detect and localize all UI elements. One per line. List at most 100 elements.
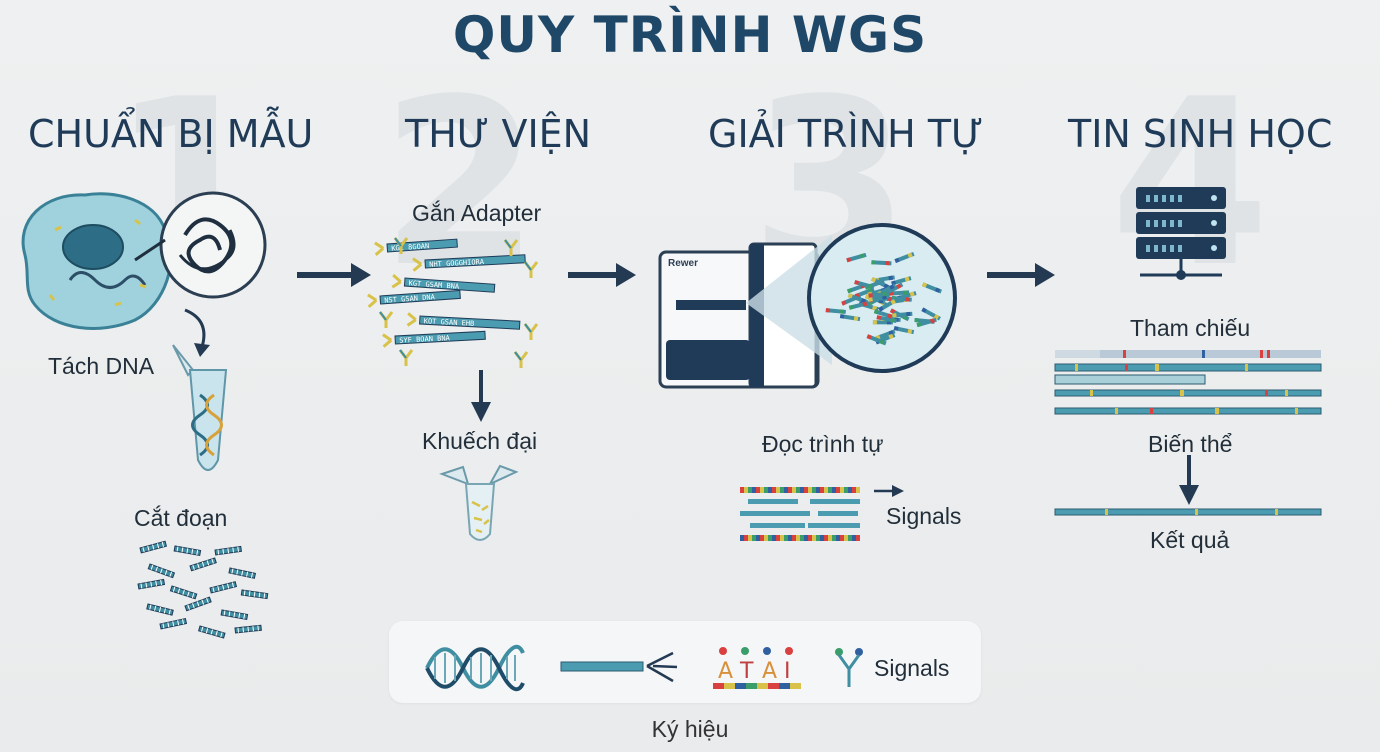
library-fragment: KGT GSAM BNA	[391, 274, 496, 293]
flowcell-cluster	[891, 276, 912, 286]
svg-text:SYF BOAN BNA: SYF BOAN BNA	[399, 334, 451, 345]
dna-fragment	[139, 540, 168, 554]
dna-fragment	[173, 545, 202, 557]
flowcell-cluster	[894, 251, 915, 263]
library-fragment: SYF BOAN BNA	[382, 330, 486, 348]
flowcell-cluster	[825, 308, 846, 314]
down-arrow-amplification	[471, 370, 491, 422]
sequencing-read	[810, 499, 860, 504]
label-sequencing-read: Đọc trình tự	[762, 431, 884, 457]
library-fragment: NST GSAN DNA	[367, 289, 461, 308]
label-adapter-ligation: Gắn Adapter	[412, 200, 542, 226]
library-fragment: NHT GOGGHIORA	[412, 254, 526, 272]
dna-fragment	[228, 567, 257, 579]
sequencer-brand-label: Rewer	[668, 258, 699, 269]
dna-fragment	[240, 589, 269, 600]
svg-text:KGT GSAM BNA: KGT GSAM BNA	[408, 279, 460, 291]
amplification-tube-icon	[439, 464, 519, 541]
dna-fragment	[137, 578, 166, 590]
flow-arrow-3	[987, 263, 1055, 287]
sequencing-read	[750, 523, 805, 528]
flow-arrow-1	[297, 263, 371, 287]
flowcell-cluster	[889, 290, 910, 296]
adapter-y	[523, 261, 539, 278]
adapter-y	[393, 237, 409, 254]
flowcell-cluster	[916, 317, 937, 328]
legend-adapter-fragment-icon	[560, 651, 678, 683]
legend-base-letter-3: A	[762, 659, 777, 684]
curved-arrow-to-tube	[184, 308, 210, 357]
label-result: Kết quả	[1150, 527, 1230, 553]
dna-fragment	[198, 625, 226, 639]
svg-text:KOT GSAN EHB: KOT GSAN EHB	[424, 317, 475, 328]
flowcell-cluster	[868, 291, 889, 298]
dna-fragment	[147, 563, 176, 579]
flowcell-cluster	[921, 282, 943, 294]
server-icon	[1136, 187, 1226, 280]
sequencing-read	[740, 511, 810, 516]
label-reference: Tham chiếu	[1130, 315, 1251, 341]
label-signals: Signals	[886, 503, 962, 529]
stage-title-sequencing: GIẢI TRÌNH TỰ	[708, 112, 984, 156]
stage-title-sample-prep: CHUẨN BỊ MẪU	[28, 112, 314, 156]
dna-tube-icon	[172, 344, 228, 471]
label-amplification: Khuếch đại	[422, 428, 538, 454]
flowcell-cluster	[868, 294, 889, 302]
svg-text:NHT GOGGHIORA: NHT GOGGHIORA	[429, 258, 485, 269]
svg-text:NST GSAN DNA: NST GSAN DNA	[384, 293, 436, 305]
legend-base-letter-4: I	[784, 659, 791, 684]
legend-base-letter-1: A	[718, 659, 733, 684]
flowcell-cluster	[878, 298, 898, 312]
dna-fragment	[184, 596, 212, 612]
dna-fragment	[159, 618, 188, 630]
sequencing-read	[808, 523, 860, 528]
legend-signal-y-icon	[835, 648, 863, 687]
label-fragmentation: Cắt đoạn	[134, 505, 228, 531]
sequencing-read	[740, 535, 860, 541]
library-fragment: KOT GSAN EHB	[406, 312, 521, 330]
diagram-title: QUY TRÌNH WGS	[452, 6, 928, 64]
dna-fragment	[209, 581, 238, 594]
sequencing-read	[740, 487, 860, 493]
dna-fragment	[189, 557, 217, 572]
signals-arrow	[874, 485, 904, 497]
sequencing-read	[748, 499, 798, 504]
ghost-numeral-4: 4	[1110, 51, 1271, 318]
zoomed-flowcell-circle	[807, 223, 957, 373]
flowcell-cluster	[846, 252, 867, 263]
label-variants: Biến thể	[1148, 431, 1233, 457]
result-track	[1054, 508, 1322, 516]
sequencer-zoom-cone	[746, 235, 832, 365]
adapter-y	[503, 239, 519, 256]
flowcell-cluster	[848, 300, 870, 310]
flow-arrow-2	[568, 263, 636, 287]
svg-text:KGI 8GOAN: KGI 8GOAN	[391, 242, 429, 253]
reference-alignment-tracks	[1054, 350, 1322, 415]
legend-signals-label: Signals	[874, 655, 950, 681]
flowcell-cluster	[876, 315, 897, 324]
stage-title-bioinformatics: TIN SINH HỌC	[1068, 112, 1333, 156]
flowcell-cluster	[871, 260, 892, 266]
legend-panel: A T A I Signals	[389, 621, 981, 703]
flowcell-cluster	[839, 314, 861, 322]
flowcell-cluster	[866, 334, 887, 346]
adapter-y	[398, 349, 414, 366]
adapter-y	[513, 351, 529, 368]
dna-fragment	[234, 624, 262, 634]
sequencing-read	[818, 511, 858, 516]
dna-fragment	[220, 609, 249, 621]
down-arrow-result	[1179, 455, 1199, 505]
library-fragment: KGI 8GOAN	[374, 238, 458, 256]
flowcell-cluster	[893, 326, 915, 335]
label-extract-dna: Tách DNA	[48, 353, 155, 379]
dna-fragment	[214, 545, 243, 556]
legend-base-letter-2: T	[739, 659, 754, 684]
legend-caption: Ký hiệu	[651, 716, 729, 742]
dna-fragment	[146, 603, 174, 616]
flowcell-cluster	[854, 280, 875, 290]
adapter-y	[378, 311, 394, 328]
dna-fragment	[169, 585, 198, 600]
stage-title-library: THƯ VIỆN	[405, 112, 592, 156]
legend-dna-helix-icon	[425, 644, 525, 692]
